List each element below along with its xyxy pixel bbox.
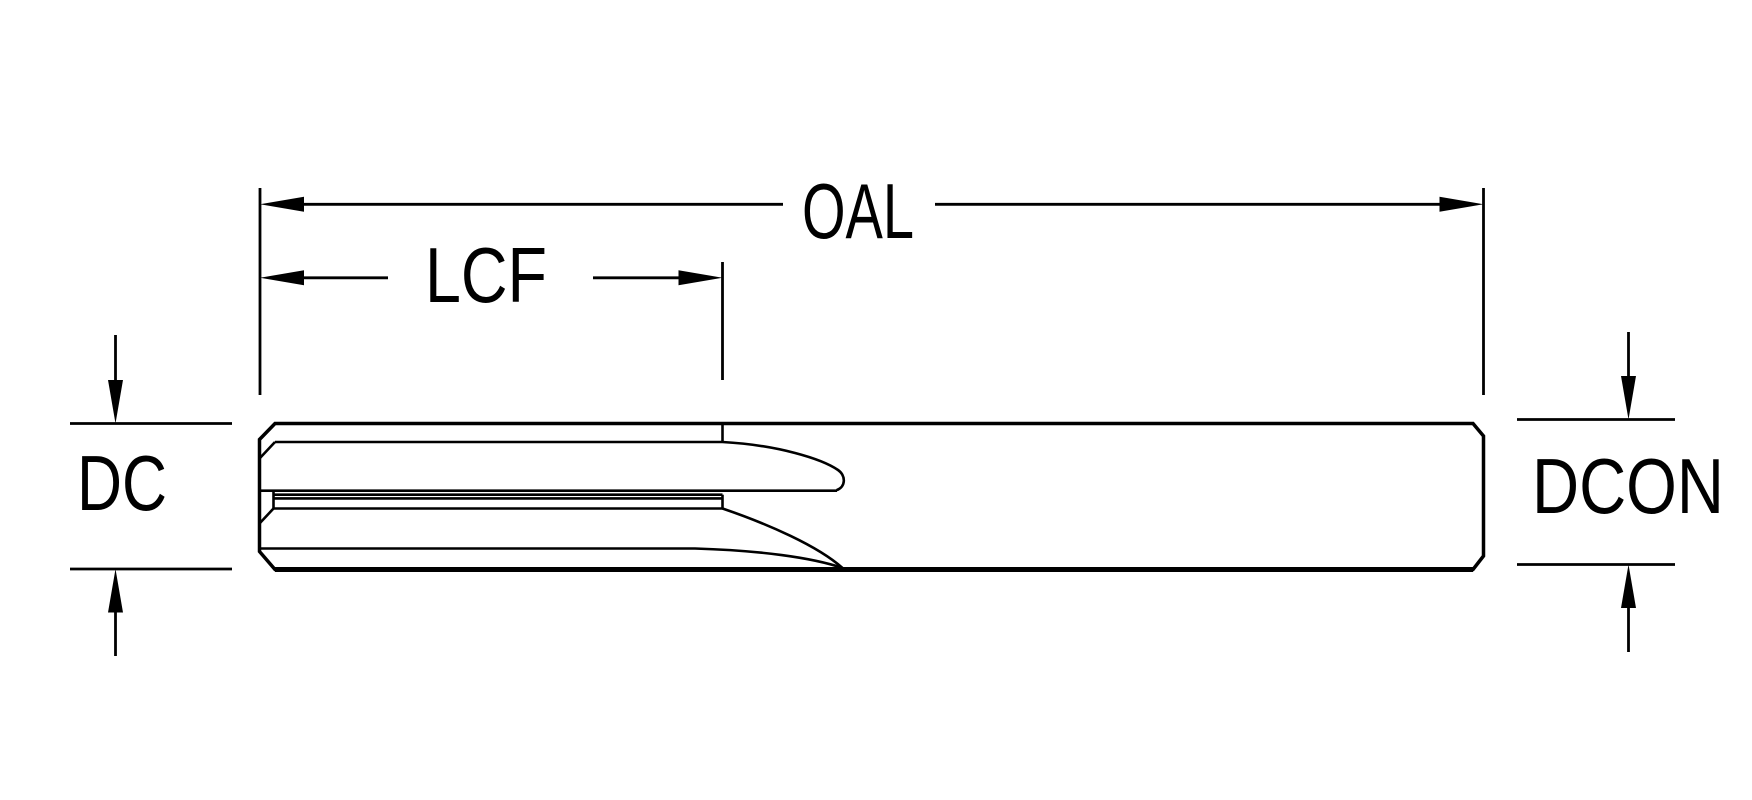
dc-arrow-down-icon (108, 380, 123, 424)
dcon-arrow-down-icon (1621, 376, 1636, 420)
dcon-arrow-up-icon (1621, 564, 1636, 608)
lcf-label: LCF (425, 231, 547, 319)
flute-margin-line-bottom (259, 547, 843, 570)
dc-arrow-up-icon (108, 569, 123, 613)
flute-runout-bottom-curve (722, 507, 844, 569)
oal-arrow-right-icon (1439, 196, 1484, 212)
reamer-drawing (257, 421, 1486, 572)
oal-arrow-left-icon (260, 196, 304, 212)
oal-label: OAL (802, 167, 914, 255)
cutting-edge-bevel-top (258, 441, 276, 460)
flute-runout-top-curve (722, 440, 846, 492)
oal-dimension: OAL (260, 167, 1484, 255)
dc-label: DC (77, 439, 167, 527)
cutting-edge-bevel-bottom (258, 507, 275, 525)
dcon-label: DCON (1532, 442, 1724, 530)
dc-dimension: DC (70, 335, 232, 656)
lcf-dimension: LCF (260, 231, 723, 319)
lcf-arrow-left-icon (260, 270, 304, 286)
lcf-arrow-right-icon (678, 270, 723, 286)
extension-lines (258, 188, 1485, 395)
drawing-root: OAL LCF DC DCON (70, 167, 1724, 656)
dcon-dimension: DCON (1517, 332, 1724, 652)
